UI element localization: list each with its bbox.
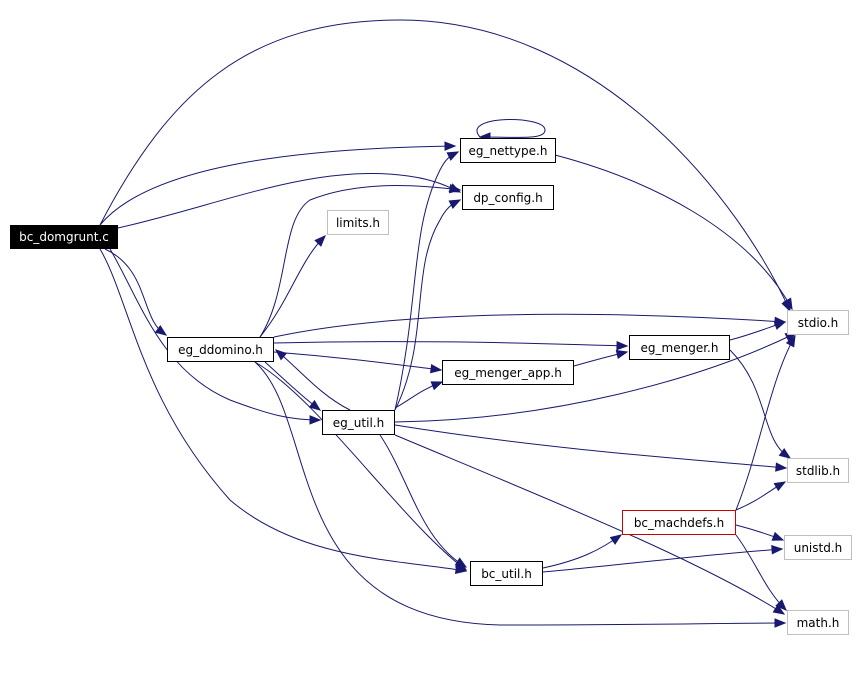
node-limits[interactable]: limits.h [327,210,389,235]
node-dp-config[interactable]: dp_config.h [462,185,554,210]
node-unistd[interactable]: unistd.h [784,535,852,560]
arrowhead-eg-util-to-dp-config [448,199,462,209]
arrowhead-bc-machdefs-to-stdlib [773,481,787,492]
edge-eg-ddomino-to-math [254,361,786,626]
edge-eg-ddomino-to-bc-util [254,361,467,571]
edge-eg-ddomino-to-eg-menger [273,341,628,347]
edge-eg-util-to-bc-util [379,434,467,568]
edge-bc_domgrunt-to-eg-util [109,248,321,421]
edge-bc_domgrunt-to-stdio [99,19,791,312]
edge-bc_domgrunt-to-eg-ddomino [104,248,167,336]
edge-eg-util-to-dp-config [394,199,461,411]
arrowhead-eg-ddomino-to-eg-menger-app [430,364,443,374]
arrowhead-eg-util-to-eg-ddomino [274,349,288,361]
arrowhead-eg-util-to-eg-nettype [446,151,460,161]
arrowhead-bc_domgrunt-to-eg-nettype [444,141,457,151]
arrowhead-eg-ddomino-to-eg-util [308,399,322,411]
arrowhead-eg-menger-to-stdio [773,320,787,330]
edge-eg-util-to-math [394,434,785,615]
arrowhead-eg-util-to-bc-util [454,557,468,568]
arrowhead-eg-menger-app-to-eg-menger [615,349,629,360]
arrowhead-eg-ddomino-to-eg-menger [616,340,629,351]
node-eg-menger[interactable]: eg_menger.h [629,335,730,360]
node-bc-util[interactable]: bc_util.h [470,561,543,586]
edge-eg-util-to-eg-ddomino [275,349,351,411]
arrowhead-bc-machdefs-to-unistd [771,531,785,541]
edge-bc-util-to-bc-machdefs [542,534,622,569]
arrowhead-bc-machdefs-to-stdio [785,334,796,348]
arrowhead-bc_domgrunt-to-eg-ddomino [154,324,168,336]
arrowhead-bc_domgrunt-to-eg-util [309,415,322,425]
arrowhead-bc-machdefs-to-math [775,599,787,611]
node-eg-util[interactable]: eg_util.h [322,410,395,435]
node-eg-ddomino[interactable]: eg_ddomino.h [167,337,274,362]
arrowhead-eg-util-to-stdlib [775,462,788,472]
arrowhead-bc-util-to-unistd [771,545,784,555]
edge-bc_domgrunt-to-dp-config [117,172,461,229]
node-math[interactable]: math.h [787,610,849,635]
edge-bc_domgrunt-to-eg-nettype [99,145,456,226]
arrowhead-eg-ddomino-to-limits [314,235,326,247]
edge-eg-util-to-eg-nettype [394,151,459,411]
arrowhead-eg-nettype-to-stdio [782,297,793,311]
edge-eg-util-to-stdio [394,332,797,423]
edge-bc-util-to-unistd [542,548,783,573]
arrowhead-eg-util-to-eg-menger-app [430,381,444,391]
arrowhead-eg-ddomino-to-math [774,618,787,628]
edge-eg-ddomino-to-dp-config [259,185,461,338]
edge-eg-nettype-self [476,119,546,138]
edge-bc_domgrunt-to-bc-util [99,248,467,572]
arrowhead-eg-util-to-math [772,604,786,615]
node-stdlib[interactable]: stdlib.h [787,458,849,483]
edge-eg-ddomino-to-eg-menger-app [273,351,442,371]
arrowhead-eg-ddomino-to-dp-config [449,184,462,194]
node-stdio[interactable]: stdio.h [787,310,849,335]
node-bc-machdefs[interactable]: bc_machdefs.h [622,510,736,535]
edge-eg-menger-to-stdlib [729,349,791,459]
node-eg-menger-app[interactable]: eg_menger_app.h [442,360,574,385]
edge-bc-machdefs-to-stdio [735,335,796,511]
edge-eg-nettype-to-stdio [554,154,793,310]
node-bc-domgrunt[interactable]: bc_domgrunt.c [10,225,118,249]
edge-eg-util-to-stdlib [394,424,787,469]
edge-eg-ddomino-to-stdio [273,313,786,338]
edge-bc-machdefs-to-math [735,534,787,611]
arrowhead-bc-util-to-bc-machdefs [609,534,623,545]
node-eg-nettype[interactable]: eg_nettype.h [460,138,556,163]
arrowhead-eg-menger-to-stdlib [778,448,792,459]
edge-eg-ddomino-to-limits [259,235,326,338]
